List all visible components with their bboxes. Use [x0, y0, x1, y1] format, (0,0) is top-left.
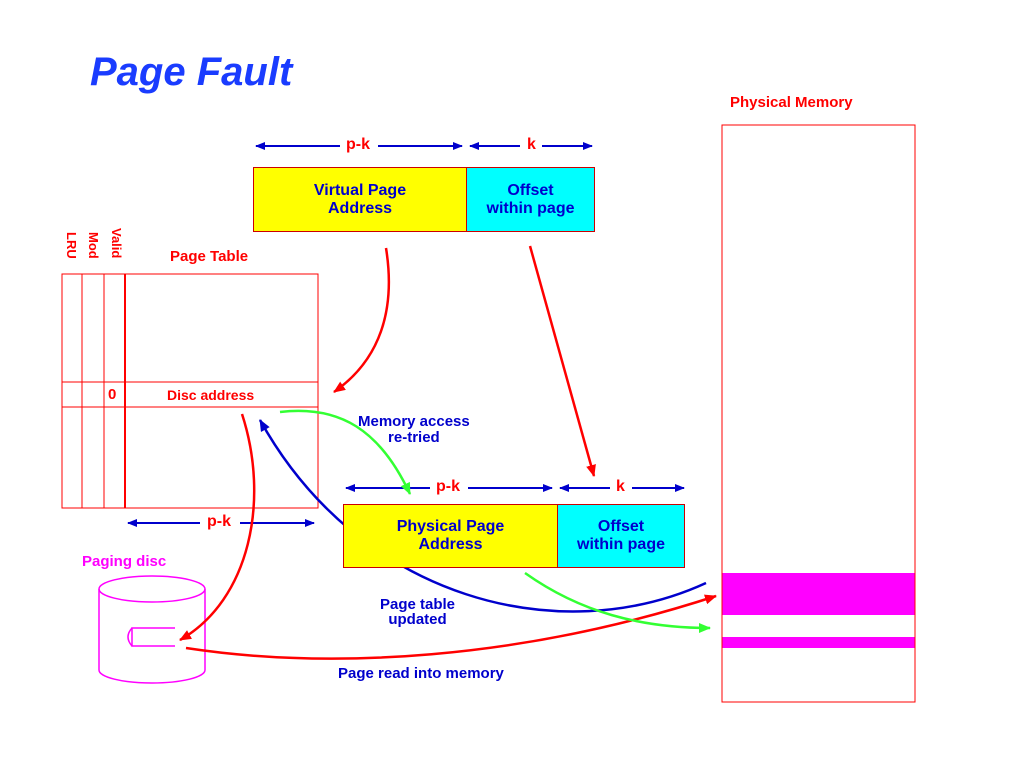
column-mod-label: Mod [86, 232, 101, 259]
virtual-page-address-box: Virtual Page Address [253, 167, 467, 232]
physical-pk-label: p-k [434, 478, 462, 496]
physical-memory-label: Physical Memory [730, 94, 853, 111]
disc-fetch-arrow [179, 413, 256, 642]
disc-address-entry: Disc address [167, 387, 255, 403]
page-read-into-memory-label: Page read into memory [338, 665, 504, 682]
virtual-offset-box: Offset within page [466, 167, 595, 232]
retry-arrow [279, 409, 412, 495]
page-table-updated-label: Page table updated [380, 596, 456, 628]
paging-disc-label: Paging disc [82, 553, 167, 570]
physical-offset-box: Offset within page [557, 504, 685, 568]
page-table [61, 273, 319, 509]
virtual-k-label: k [525, 136, 538, 154]
physical-page-address-box: Physical Page Address [343, 504, 558, 568]
valid-bit-value: 0 [108, 386, 117, 403]
lookup-arrow [333, 247, 391, 394]
page-table-label: Page Table [170, 248, 249, 265]
column-lru-label: LRU [64, 232, 79, 259]
virtual-pk-label: p-k [344, 136, 372, 154]
access-memory-arrow [524, 571, 711, 633]
paging-disc-icon [98, 575, 206, 684]
page-table-pk-label: p-k [205, 513, 233, 531]
physical-memory-block [721, 124, 916, 703]
memory-access-retried-label: Memory access re-tried [358, 413, 470, 446]
column-valid-label: Valid [109, 228, 124, 259]
physical-k-label: k [614, 478, 627, 496]
table-update-arrow [258, 419, 707, 613]
offset-copy-arrow [528, 245, 596, 477]
page-title: Page Fault [90, 50, 293, 94]
